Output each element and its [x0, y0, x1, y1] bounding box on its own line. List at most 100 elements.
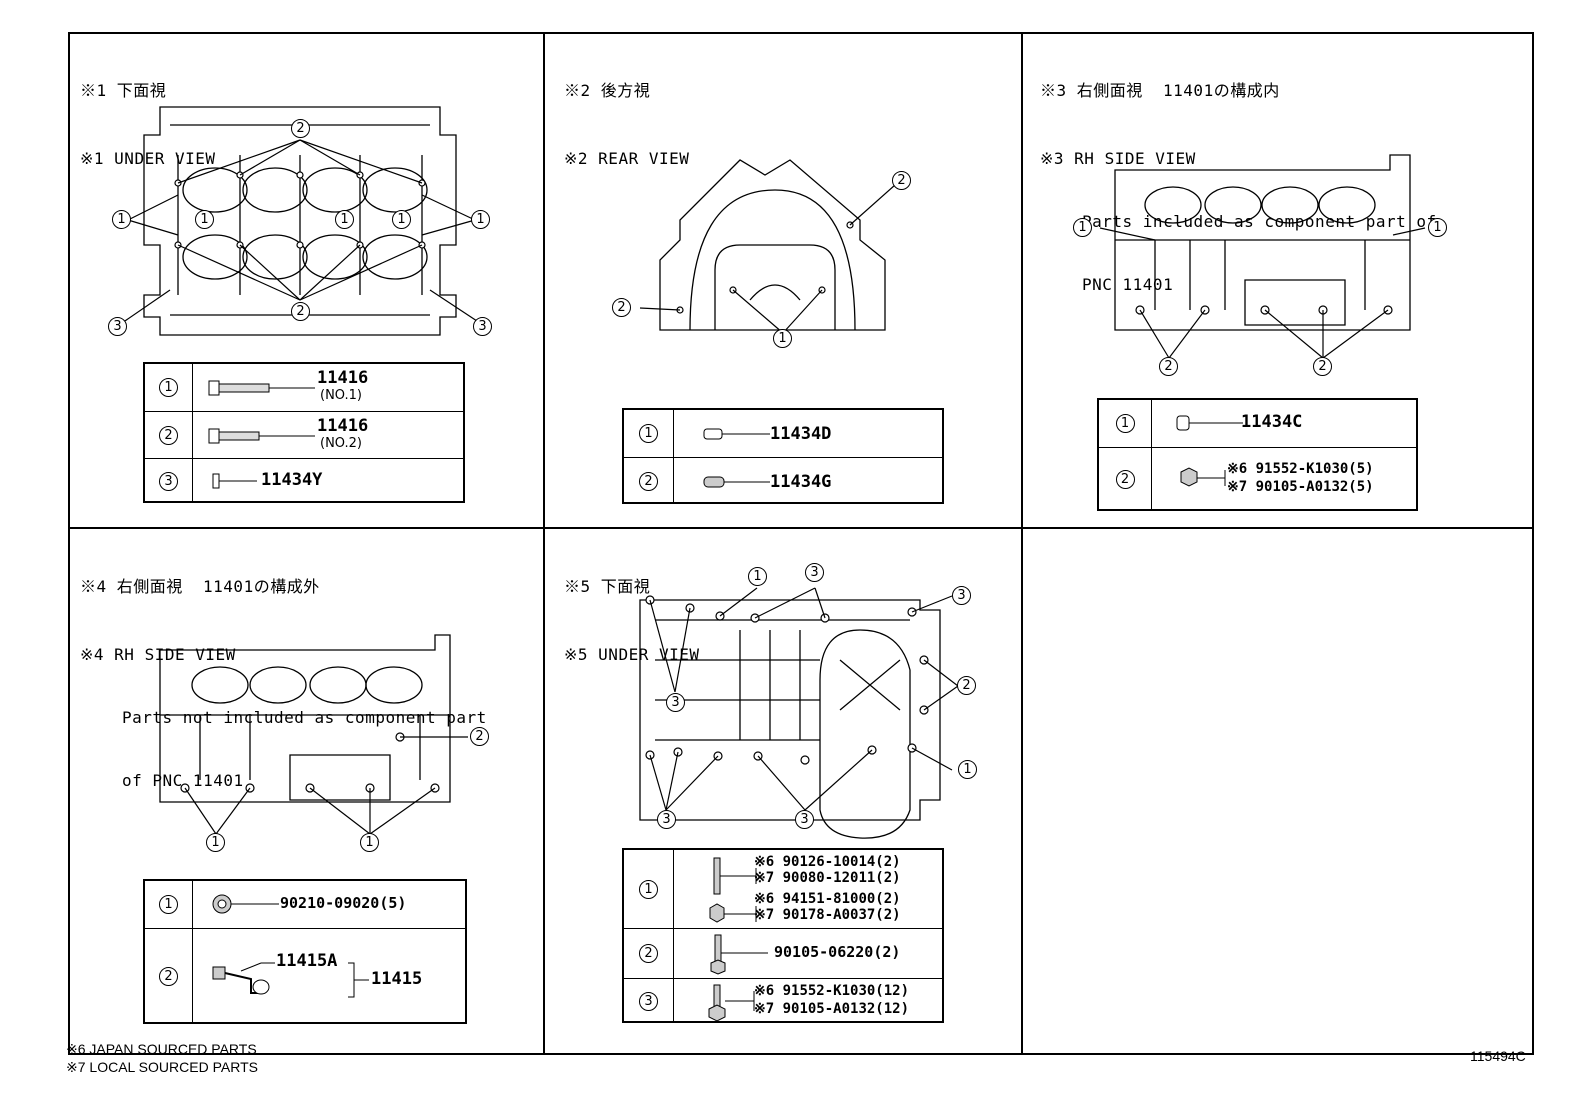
row-number: 1 [1115, 414, 1135, 433]
illustration-id: 115494C [1470, 1048, 1526, 1064]
callout-1: 1 [1428, 218, 1447, 237]
callout-1: 1 [360, 833, 379, 852]
caption-jp: ※4 右側面視 11401の構成外 [80, 577, 320, 596]
oil-nozzle-icon [212, 962, 369, 998]
diagram-frame [68, 32, 1534, 1055]
callout-3: 3 [805, 563, 824, 582]
bolt-icon [208, 428, 315, 444]
parts-table-2: 1 11434D 2 11434G [622, 408, 944, 504]
block-under-view-2-drawing [639, 587, 959, 839]
part-number[interactable]: ※7 90178-A0037(2) [754, 907, 901, 923]
row-number: 2 [1115, 470, 1135, 489]
callout-2: 2 [1159, 357, 1178, 376]
part-number[interactable]: 11415 [371, 969, 423, 989]
bolt-icon [208, 380, 315, 396]
block-rh-side-drawing-excluded [159, 634, 468, 835]
table-row: 1 ※6 90126-10014(2) ※7 90080-12011(2) ※6… [624, 850, 942, 928]
footnote-japan-sourced: ※6 JAPAN SOURCED PARTS [66, 1041, 257, 1057]
callout-2: 2 [892, 171, 911, 190]
part-number[interactable]: 11416 [317, 368, 369, 388]
callout-1: 1 [335, 210, 354, 229]
parts-table-4: 1 90210-09020(5) 2 11415A 11415 [143, 879, 467, 1024]
table-row: 3 11434Y [145, 458, 463, 503]
table-row: 1 90210-09020(5) [145, 881, 465, 928]
part-number[interactable]: ※6 91552-K1030(12) [754, 983, 910, 999]
callout-2: 2 [612, 298, 631, 317]
part-number[interactable]: 11434Y [261, 470, 323, 490]
callout-2: 2 [1313, 357, 1332, 376]
callout-2: 2 [470, 727, 489, 746]
parts-table-5: 1 ※6 90126-10014(2) ※7 90080-12011(2) ※6… [622, 848, 944, 1023]
bolt-icon [708, 984, 755, 1022]
part-number[interactable]: ※7 90105-A0132(5) [1227, 479, 1374, 495]
table-row: 2 11434G [624, 457, 942, 504]
part-number[interactable]: ※7 90080-12011(2) [754, 870, 901, 886]
table-row: 1 11434D [624, 410, 942, 457]
grid-divider [1021, 32, 1023, 1055]
part-number[interactable]: 11434D [770, 424, 832, 444]
parts-table-1: 1 11416 (NO.1) 2 11416 (NO.2) 3 11434Y [143, 362, 465, 503]
callout-1: 1 [206, 833, 225, 852]
part-number[interactable]: 90105-06220(2) [774, 943, 901, 961]
block-rear-view-drawing [639, 159, 896, 334]
washer-icon [212, 894, 279, 914]
caption-jp: ※3 右側面視 11401の構成内 [1040, 81, 1280, 100]
row-number: 3 [639, 991, 658, 1011]
part-number[interactable]: ※7 90105-A0132(12) [754, 1001, 910, 1017]
callout-1: 1 [195, 210, 214, 229]
pin-icon [703, 476, 770, 488]
row-number: 2 [159, 425, 178, 445]
bolt-icon [710, 934, 768, 975]
table-row: 2 11416 (NO.2) [145, 411, 463, 458]
callout-3: 3 [952, 586, 971, 605]
part-number[interactable]: ※6 90126-10014(2) [754, 854, 901, 870]
caption-en: ※5 UNDER VIEW [564, 645, 700, 664]
stud-and-nut-icon [709, 857, 757, 923]
part-number[interactable]: 90210-09020(5) [280, 894, 407, 912]
plug-icon [1176, 415, 1243, 431]
callout-1: 1 [392, 210, 411, 229]
row-number: 1 [639, 424, 658, 443]
caption-jp: ※1 下面視 [80, 81, 167, 100]
row-number: 2 [639, 471, 658, 491]
callout-2: 2 [291, 302, 310, 321]
callout-3: 3 [108, 317, 127, 336]
panel-5-caption: ※5 下面視 ※5 UNDER VIEW [564, 534, 700, 686]
row-number: 1 [159, 895, 178, 914]
caption-en: ※2 REAR VIEW [564, 149, 690, 168]
callout-1: 1 [748, 567, 767, 586]
dowel-pin-icon [212, 473, 257, 489]
row-number: 1 [639, 879, 658, 899]
caption-note: Parts not included as component part [122, 708, 487, 727]
caption-en: ※1 UNDER VIEW [80, 149, 216, 168]
table-row: 2 90105-06220(2) [624, 928, 942, 978]
block-rh-side-drawing-included [1099, 154, 1426, 359]
table-row: 2 ※6 91552-K1030(5) ※7 90105-A0132(5) [1099, 447, 1416, 511]
part-number[interactable]: 11415A [276, 951, 338, 971]
part-number[interactable]: 11434C [1241, 412, 1303, 432]
callout-1: 2 [291, 119, 310, 138]
caption-en: ※3 RH SIDE VIEW [1040, 149, 1196, 168]
callout-1: 1 [471, 210, 490, 229]
row-number: 2 [159, 967, 178, 986]
callout-3: 3 [666, 693, 685, 712]
caption-jp: ※2 後方視 [564, 81, 651, 100]
panel-1-caption: ※1 下面視 ※1 UNDER VIEW [80, 38, 216, 190]
part-number[interactable]: 11434G [770, 472, 832, 492]
pin-icon [703, 428, 770, 440]
callout-1: 1 [958, 760, 977, 779]
callout-1: 1 [112, 210, 131, 229]
grid-divider [68, 527, 1534, 529]
callout-1: 1 [1073, 218, 1092, 237]
parts-table-3: 1 11434C 2 ※6 91552-K1030(5) ※7 90105-A0… [1097, 398, 1418, 511]
caption-note: PNC 11401 [1082, 275, 1174, 294]
part-number[interactable]: ※6 91552-K1030(5) [1227, 461, 1374, 477]
table-row: 1 11434C [1099, 400, 1416, 447]
callout-2: 2 [957, 676, 976, 695]
part-number[interactable]: 11416 [317, 416, 369, 436]
part-number[interactable]: ※6 94151-81000(2) [754, 891, 901, 907]
panel-2-caption: ※2 後方視 ※2 REAR VIEW [564, 38, 689, 190]
callout-3: 3 [657, 810, 676, 829]
bolt-icon [1180, 467, 1226, 487]
grid-divider [543, 32, 545, 1055]
